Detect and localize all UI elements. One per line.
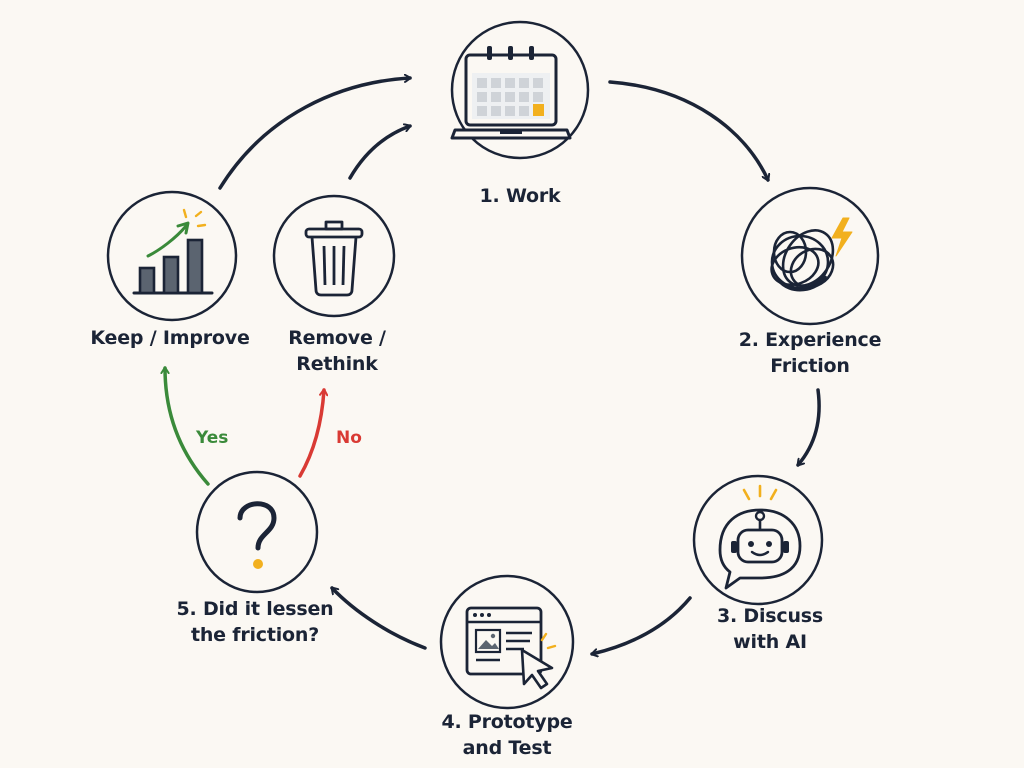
node-decision	[195, 470, 319, 594]
node-friction	[740, 186, 880, 326]
arrow-remove-to-work	[348, 126, 412, 180]
browser-cursor-icon	[465, 606, 557, 690]
arrow-keep-to-work	[218, 78, 412, 190]
node-label-work: 1. Work	[440, 183, 600, 209]
branch-label-no: No	[336, 428, 362, 448]
robot-chat-icon	[718, 508, 802, 590]
label-line-1: 3. Discuss	[716, 605, 824, 627]
node-label-prototype: 4. Prototype and Test	[420, 709, 594, 761]
node-keep	[106, 190, 238, 322]
arrow-no-to-remove	[298, 388, 324, 478]
node-remove	[272, 194, 396, 318]
node-label-friction: 2. Experience Friction	[715, 327, 905, 379]
flow-arrows	[165, 78, 821, 654]
calendar-laptop-icon	[450, 46, 572, 140]
label-line-2: with AI	[733, 631, 807, 653]
arrow-work-to-friction	[608, 80, 768, 182]
node-prototype	[439, 574, 575, 710]
node-label-decision: 5. Did it lessen the friction?	[160, 596, 350, 648]
label-line-1: Keep / Improve	[90, 327, 250, 349]
tangled-scribble-icon	[770, 229, 835, 292]
node-label-remove: Remove / Rethink	[262, 325, 412, 377]
label-line-2: and Test	[462, 737, 552, 759]
node-discuss	[692, 474, 824, 606]
label-line-1: Remove /	[288, 327, 386, 349]
lightning-bolt-icon	[831, 217, 853, 257]
trash-can-icon	[304, 220, 364, 297]
label-line-2: Rethink	[296, 353, 378, 375]
question-mark-icon	[237, 501, 277, 569]
label-line-1: 2. Experience	[738, 329, 882, 351]
label-line-1: 5. Did it lessen	[176, 598, 334, 620]
label-line-2: the friction?	[190, 624, 320, 646]
branch-label-yes: Yes	[196, 428, 229, 448]
label-line-2: Friction	[770, 355, 850, 377]
label-line-1: 1. Work	[479, 185, 561, 207]
arrow-yes-to-keep	[165, 366, 210, 486]
arrow-friction-to-discuss	[796, 388, 821, 467]
node-work	[450, 20, 590, 160]
label-line-1: 4. Prototype	[441, 711, 573, 733]
arrow-discuss-to-prototype	[590, 596, 692, 654]
node-label-keep: Keep / Improve	[80, 325, 260, 351]
sparkle-lines-icon	[742, 484, 778, 501]
arrow-prototype-to-decision	[330, 586, 427, 650]
node-label-discuss: 3. Discuss with AI	[690, 603, 850, 655]
growth-bar-chart-icon	[132, 208, 214, 295]
